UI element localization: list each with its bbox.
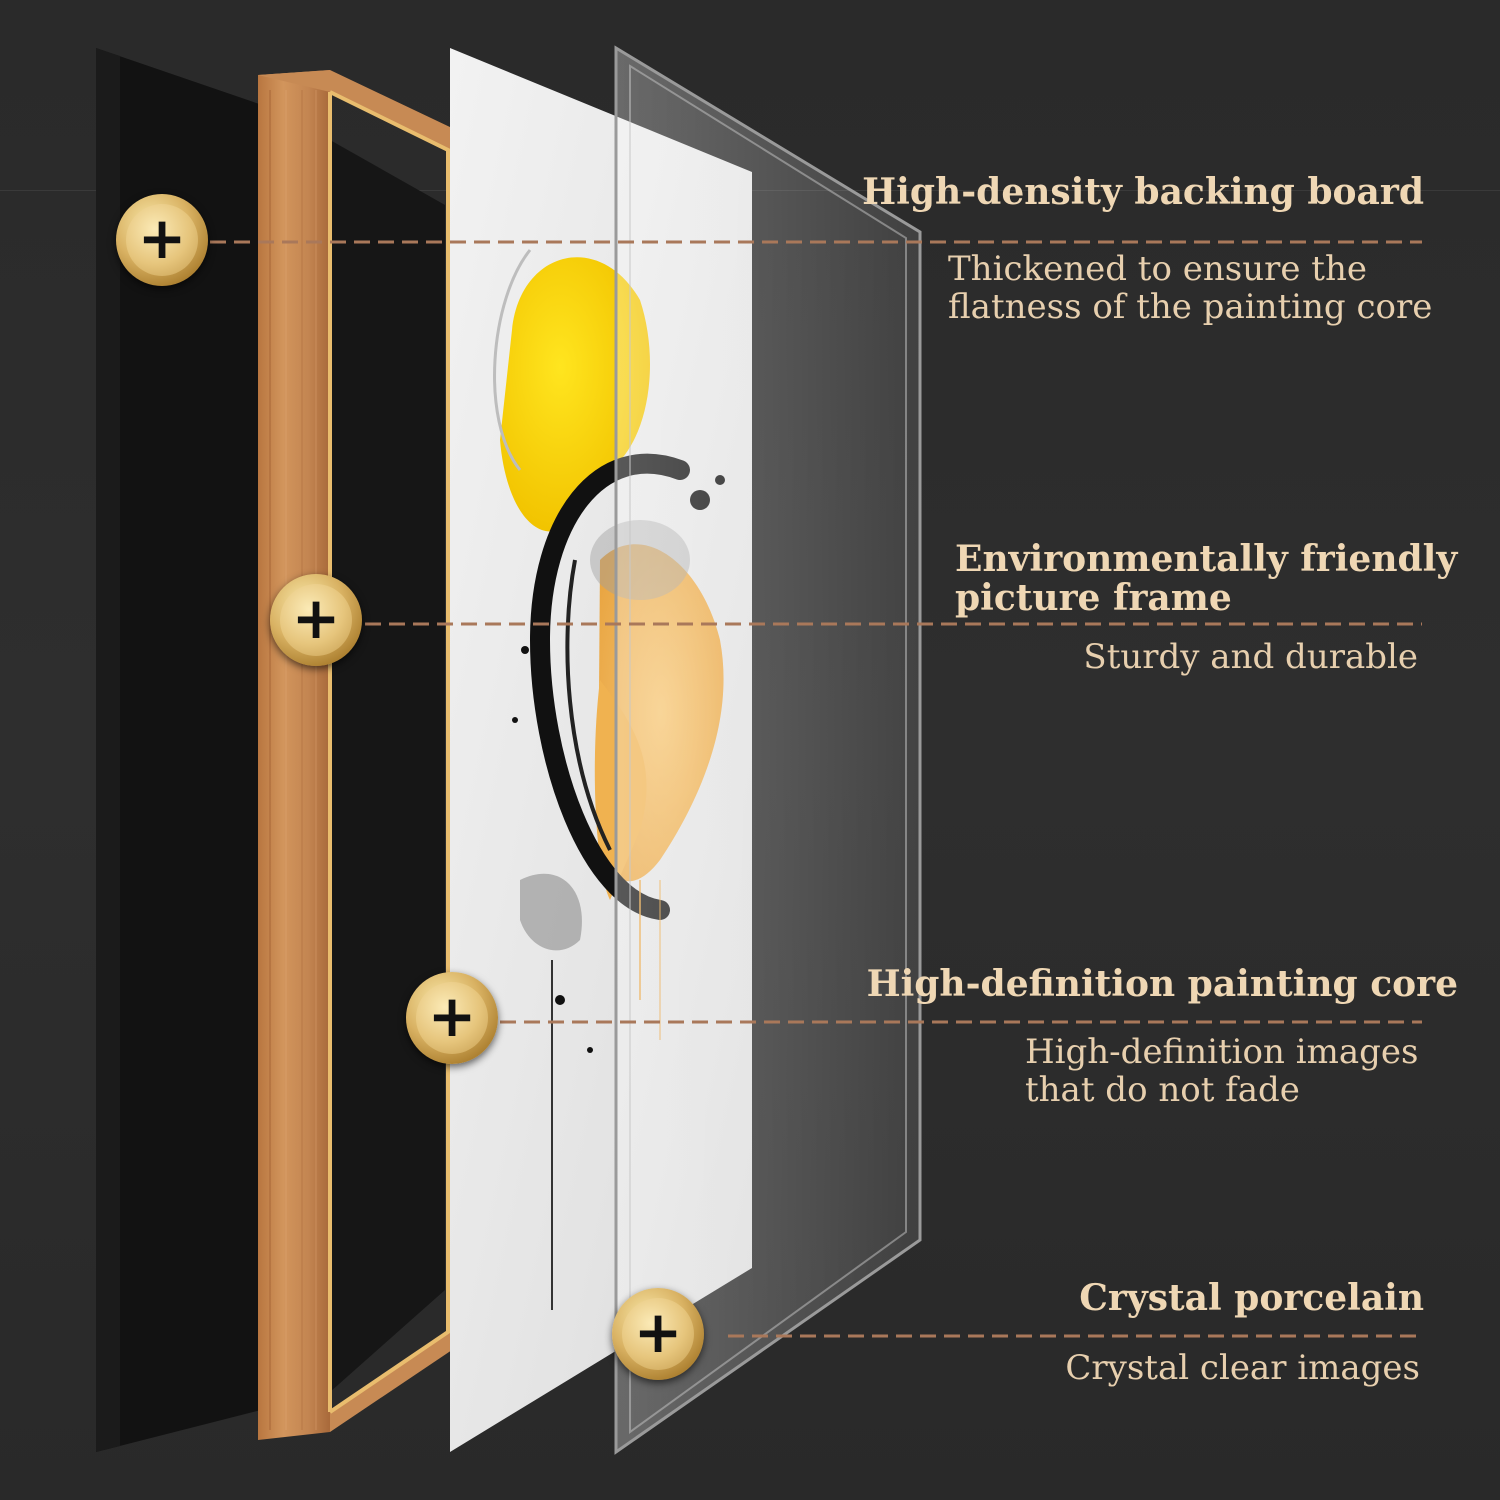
plus-icon[interactable]: + — [116, 194, 208, 286]
picture-frame-stile — [258, 70, 330, 1440]
picture-frame-top-rail — [258, 70, 452, 150]
crystal-porcelain-layer — [614, 45, 922, 1455]
artwork-ring-inner — [565, 559, 612, 851]
backing-board-edge — [96, 48, 120, 1452]
artwork-splatter — [512, 717, 518, 723]
plus-icon[interactable]: + — [270, 574, 362, 666]
callout-desc-painting-core-line2: that do not fade — [1025, 1070, 1300, 1110]
artwork-black-ring — [529, 453, 690, 920]
picture-frame-gold-edge — [328, 90, 450, 1414]
callout-title-picture-frame-line2: picture frame — [955, 577, 1232, 619]
callout-desc-crystal-porcelain: Crystal clear images — [1065, 1348, 1420, 1388]
callout-title-painting-core: High-definition painting core — [866, 963, 1458, 1005]
callout-title-backing-board: High-density backing board — [862, 171, 1424, 213]
callout-desc-picture-frame: Sturdy and durable — [1083, 637, 1418, 677]
picture-frame-bottom-rail — [330, 1328, 452, 1432]
crystal-porcelain-inner-edge — [629, 64, 907, 1434]
artwork-grey-splash — [520, 873, 582, 951]
callout-desc-backing-board-line1: Thickened to ensure the — [948, 249, 1367, 289]
callout-title-crystal-porcelain: Crystal porcelain — [1079, 1277, 1424, 1319]
artwork-grey-arc — [493, 249, 532, 471]
picture-frame-opening — [330, 140, 445, 1392]
plus-icon[interactable]: + — [612, 1288, 704, 1380]
callout-desc-backing-board-line2: flatness of the painting core — [948, 287, 1433, 327]
artwork-splatter — [521, 646, 529, 654]
backing-board-layer — [96, 48, 300, 1452]
plus-icon[interactable]: + — [406, 972, 498, 1064]
artwork-splatter — [555, 995, 565, 1005]
artwork-splatter — [587, 1047, 593, 1053]
callout-desc-painting-core-line1: High-definition images — [1025, 1032, 1419, 1072]
callout-title-picture-frame-line1: Environmentally friendly — [955, 538, 1458, 580]
